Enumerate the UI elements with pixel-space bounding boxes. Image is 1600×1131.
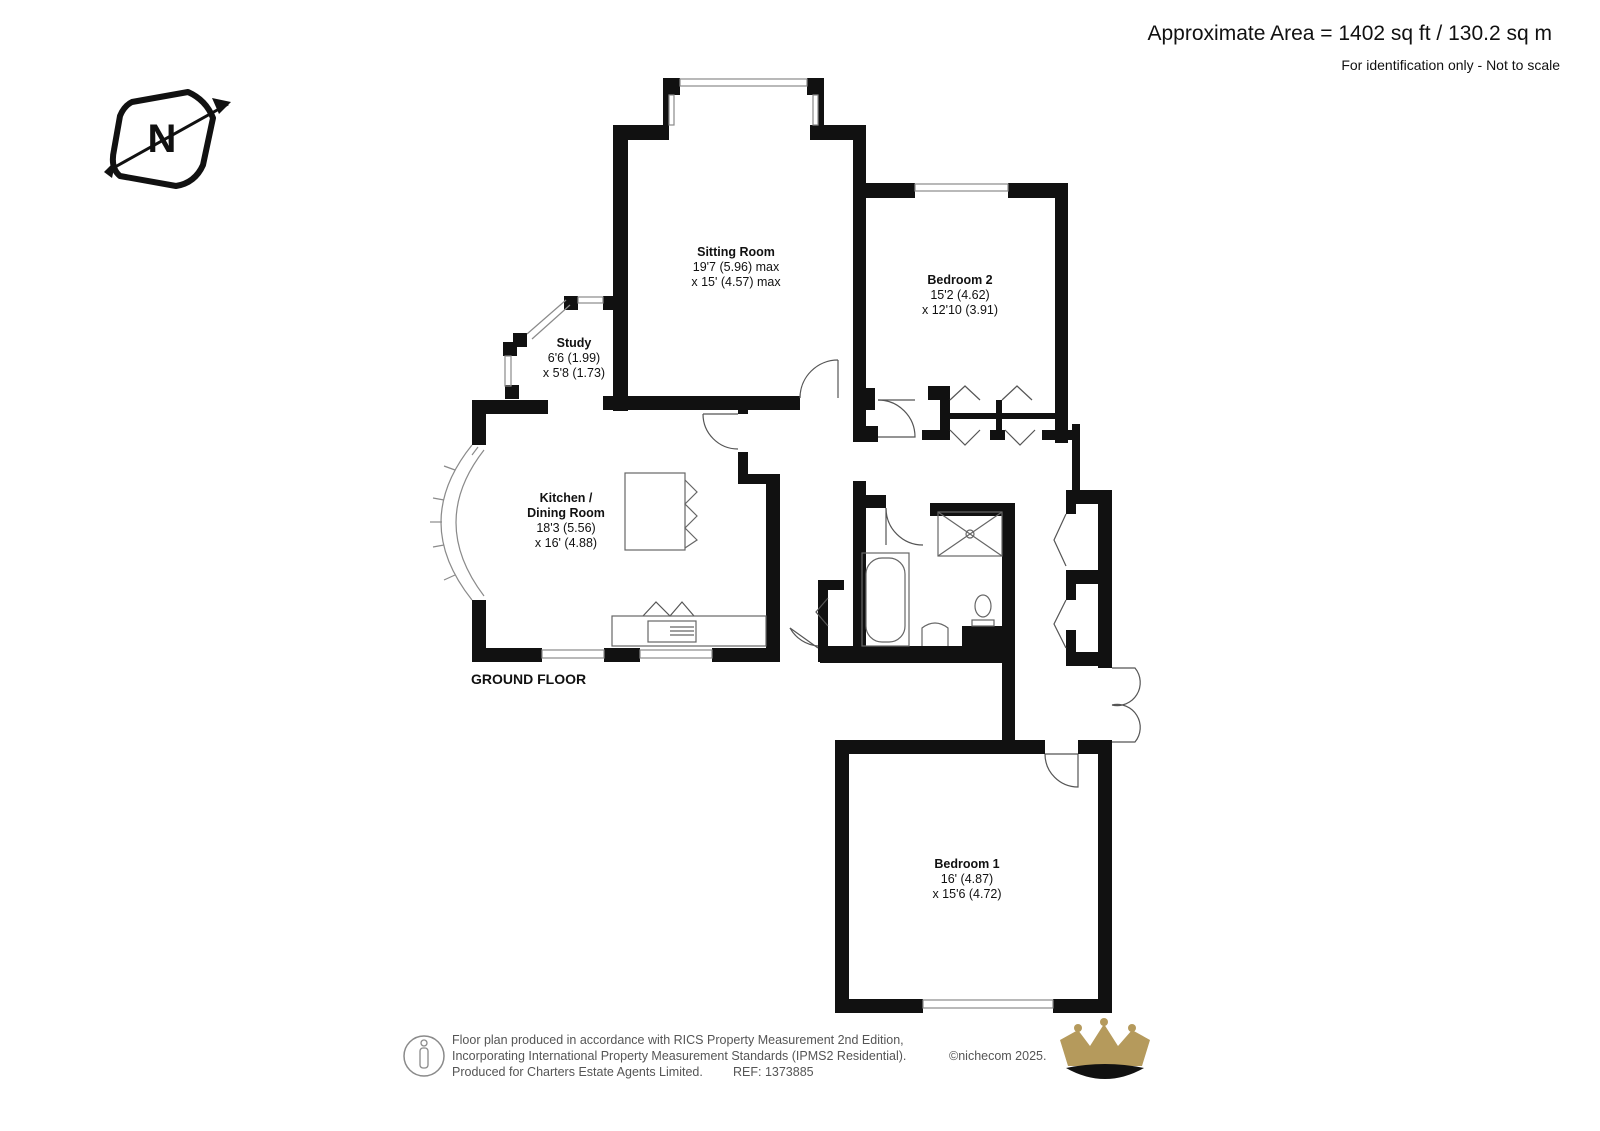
room-name-line2: Dining Room	[527, 506, 605, 520]
crown-logo-icon	[1060, 1018, 1150, 1079]
toilet-icon	[974, 594, 992, 618]
bathtub-icon	[861, 552, 910, 647]
room-kitchen-dining: Kitchen / Dining Room 18'3 (5.56) x 16' …	[527, 491, 605, 550]
room-dimension: 16' (4.87)	[941, 872, 993, 886]
room-dimension: 19'7 (5.96) max	[693, 260, 780, 274]
footer-line-2: Incorporating International Property Mea…	[452, 1049, 906, 1063]
copyright: ©nichecom 2025.	[949, 1049, 1046, 1063]
footer-line-1: Floor plan produced in accordance with R…	[452, 1033, 904, 1047]
floor-label: GROUND FLOOR	[471, 671, 586, 687]
kitchen-island	[624, 472, 686, 551]
approximate-area-text: Approximate Area = 1402 sq ft / 130.2 sq…	[1147, 22, 1553, 45]
windows	[430, 78, 1054, 1009]
north-compass-icon: N	[104, 89, 231, 189]
compass-letter: N	[148, 117, 177, 161]
room-dimension: 18'3 (5.56)	[536, 521, 595, 535]
room-dimension: x 12'10 (3.91)	[922, 303, 998, 317]
fixtures	[611, 472, 1003, 647]
sink-icon	[647, 620, 697, 643]
room-name: Study	[557, 336, 592, 350]
basin-icon	[921, 622, 949, 646]
room-bedroom-2: Bedroom 2 15'2 (4.62) x 12'10 (3.91)	[922, 273, 998, 317]
room-name: Sitting Room	[697, 245, 775, 259]
person-icon	[403, 1035, 445, 1077]
room-sitting: Sitting Room 19'7 (5.96) max x 15' (4.57…	[691, 245, 781, 289]
footer-line-3: Produced for Charters Estate Agents Limi…	[452, 1065, 703, 1079]
room-dimension: x 15'6 (4.72)	[932, 887, 1001, 901]
room-dimension: 15'2 (4.62)	[930, 288, 989, 302]
room-dimension: x 15' (4.57) max	[691, 275, 781, 289]
room-study: Study 6'6 (1.99) x 5'8 (1.73)	[543, 336, 605, 380]
shower-tray-icon	[937, 511, 1003, 557]
kitchen-counter	[611, 615, 767, 647]
room-dimension: x 16' (4.88)	[535, 536, 597, 550]
room-name: Bedroom 1	[934, 857, 999, 871]
room-dimension: 6'6 (1.99)	[548, 351, 600, 365]
disclaimer-text: For identification only - Not to scale	[1341, 57, 1560, 73]
walls	[472, 78, 1112, 1013]
room-name: Bedroom 2	[927, 273, 992, 287]
room-dimension: x 5'8 (1.73)	[543, 366, 605, 380]
reference-number: REF: 1373885	[733, 1065, 814, 1079]
footer: Floor plan produced in accordance with R…	[403, 1018, 1150, 1079]
room-name: Kitchen /	[540, 491, 593, 505]
room-bedroom-1: Bedroom 1 16' (4.87) x 15'6 (4.72)	[932, 857, 1001, 901]
